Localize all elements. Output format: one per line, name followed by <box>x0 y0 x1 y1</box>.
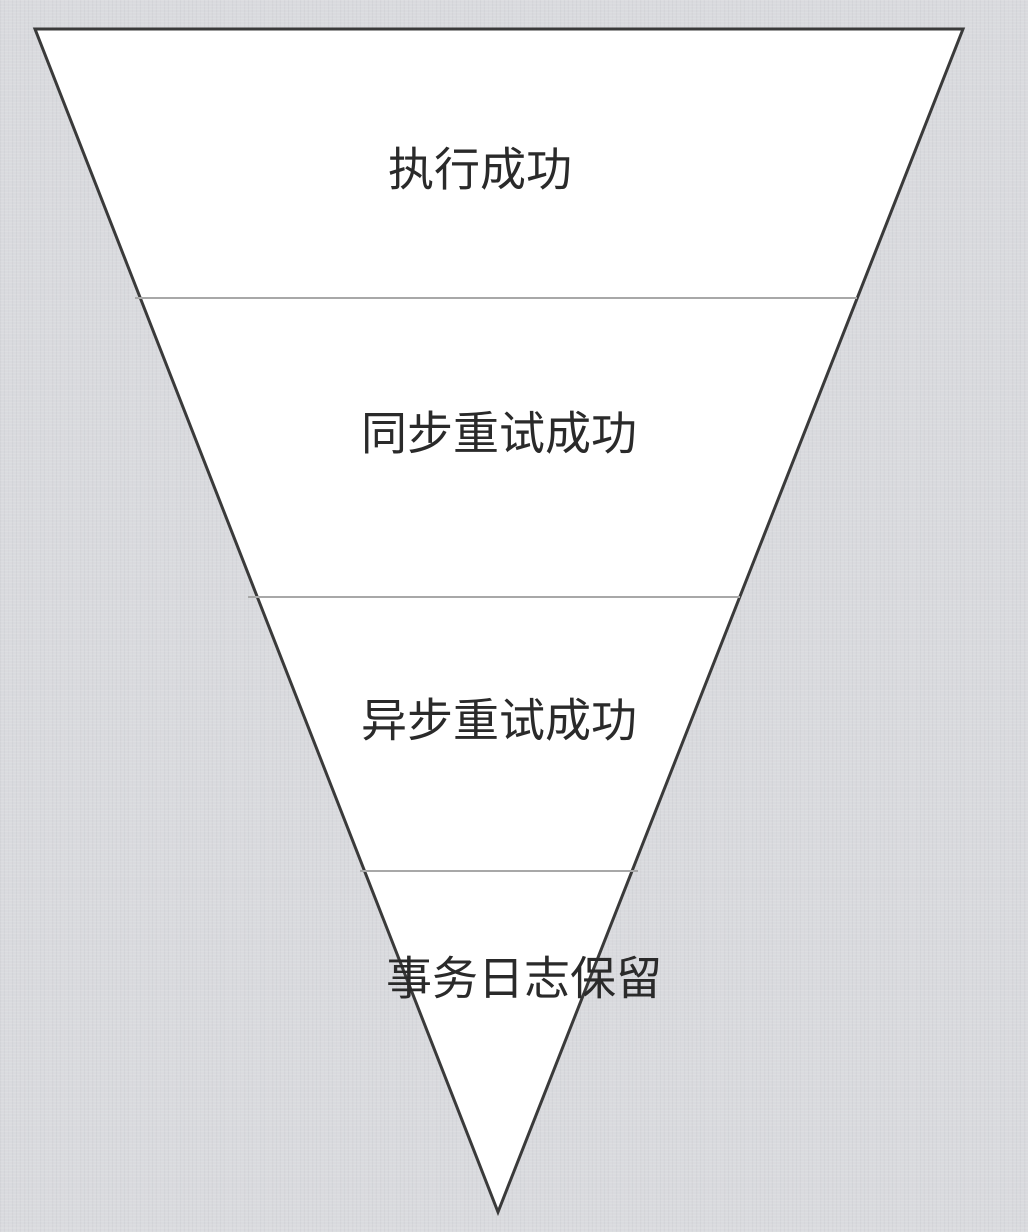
layer-label-4: 事务日志保留 <box>386 952 662 1006</box>
layer-label-3: 异步重试成功 <box>361 694 637 748</box>
layer-label-1: 执行成功 <box>388 143 572 197</box>
funnel-triangle <box>32 27 966 1217</box>
layer-label-2: 同步重试成功 <box>361 407 637 461</box>
